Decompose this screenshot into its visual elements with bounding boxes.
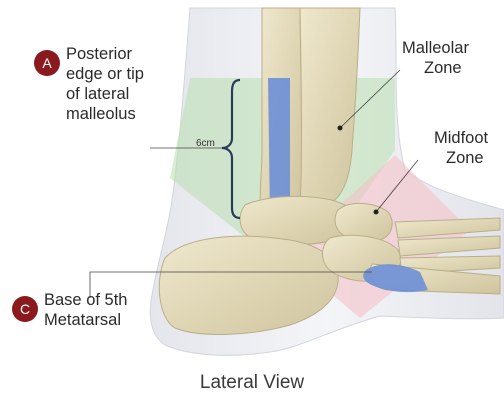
label-midfoot-line1: Midfoot xyxy=(434,128,488,148)
label-malleolar-line2: Zone xyxy=(424,58,462,78)
label-base-line2: Metatarsal xyxy=(44,310,121,330)
malleolar-pointer-dot xyxy=(338,126,343,131)
label-posterior-line1: Posterior xyxy=(66,44,132,64)
marker-c: C xyxy=(12,296,38,322)
view-caption: Lateral View xyxy=(0,372,504,394)
measurement-label: 6cm xyxy=(196,138,215,149)
label-malleolar-line1: Malleolar xyxy=(402,38,469,58)
label-midfoot-line2: Zone xyxy=(446,148,484,168)
midfoot-pointer-dot xyxy=(374,210,379,215)
label-posterior-line2: edge or tip xyxy=(66,64,144,84)
label-posterior-line3: of lateral xyxy=(66,84,129,104)
label-base-line1: Base of 5th xyxy=(44,290,127,310)
marker-a: A xyxy=(34,50,60,76)
label-posterior-line4: malleolus xyxy=(66,104,136,124)
